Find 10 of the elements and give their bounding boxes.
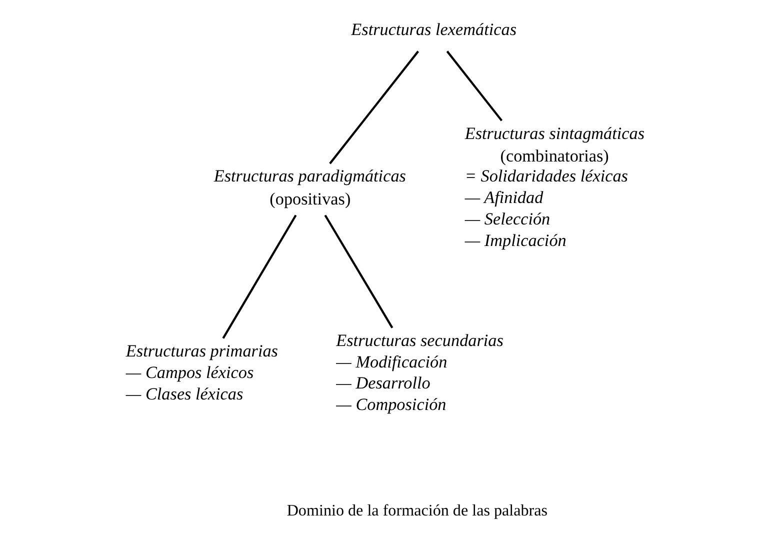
connector	[222, 214, 296, 339]
connector	[324, 214, 393, 328]
node-text: Estructuras primarias — Campos léxicos — Clases léxicas	[125, 342, 278, 404]
label: Dominio de la formación de las palabras	[286, 502, 548, 520]
node-text: Estructuras secundarias — Modificación — Desarrollo — Composición	[336, 330, 503, 414]
connector	[446, 50, 502, 122]
node-text: Estructuras paradigmáticas (opositivas)	[213, 166, 406, 208]
connector	[328, 50, 419, 164]
node-text: Estructuras lexemáticas	[350, 20, 516, 39]
node-text: Estructuras sintagmáticas (combinatorias) = Solidaridades léxicas — Afinidad — Selección — Implicación	[464, 124, 644, 250]
